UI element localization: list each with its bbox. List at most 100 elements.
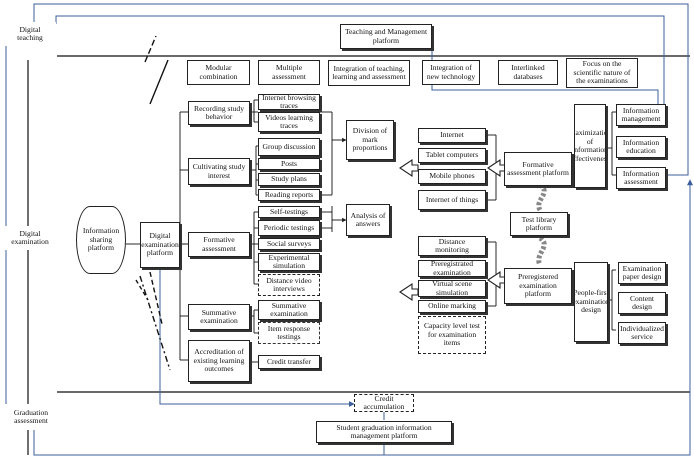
category-recording-label: Recording study behavior: [194, 103, 244, 121]
feature-box: Integration of new technology: [422, 60, 480, 85]
item-box: Study plans: [258, 173, 320, 186]
item-box: Credit transfer: [258, 355, 320, 369]
tech-label: Internet of things: [425, 194, 479, 204]
category-cultivating-label: Cultivating study interest: [192, 162, 246, 180]
preregistered-examination-platform-label: Preregistered examination platform: [517, 272, 559, 299]
test-library-platform-label: Test library platform: [521, 214, 557, 232]
item-label: Posts: [280, 158, 298, 168]
feature-label: Integration of teaching, learning and as…: [332, 63, 406, 81]
item-label: Study plans: [271, 174, 307, 184]
category-recording: Recording study behavior: [188, 101, 250, 125]
item-box-dashed: Distance video interviews: [258, 274, 320, 296]
maximization-box: Maximization of information effectivenes…: [574, 104, 606, 188]
item-box: Experimental simulation: [258, 253, 320, 271]
feature-box: Integration of teaching, learning and as…: [328, 60, 410, 86]
info-label: Information assessment: [622, 168, 660, 186]
category-cultivating: Cultivating study interest: [188, 158, 250, 185]
feature-box: Multiple assessment: [258, 60, 320, 85]
stage-digital-examination-label: Digital examination: [11, 228, 49, 246]
tech-box: Tablet computers: [418, 148, 486, 163]
division-label: Division of mark proportions: [352, 126, 388, 153]
tech-label: Preregistrated examination: [430, 260, 474, 277]
category-formative-label: Formative assessment: [202, 235, 236, 253]
feature-label: Interlinked databases: [511, 63, 545, 81]
tech-box: Online marking: [418, 300, 486, 313]
feature-label: Multiple assessment: [272, 63, 306, 81]
formative-assessment-platform-label: Formative assessment platform: [507, 159, 569, 177]
maximization-label: Maximization of information effectivenes…: [574, 128, 606, 163]
analysis-label: Analysis of answers: [350, 210, 386, 228]
item-box: Internet browsing traces: [258, 94, 320, 110]
item-box: Posts: [258, 158, 320, 170]
stage-digital-teaching: Digital teaching: [4, 22, 56, 46]
people-first-box: People-first examination design: [574, 262, 608, 342]
information-sharing-platform: Information sharing platform: [76, 206, 126, 274]
item-label: Internet browsing traces: [262, 94, 316, 110]
category-formative: Formative assessment: [188, 232, 250, 257]
item-label: Credit transfer: [266, 356, 312, 366]
student-graduation-platform-label: Student graduation information managemen…: [336, 422, 432, 440]
item-label: Videos learning traces: [265, 112, 313, 130]
digital-examination-platform: Digital examination platform: [140, 222, 180, 268]
tech-box: Mobile phones: [418, 169, 486, 184]
item-box: Social surveys: [258, 238, 320, 250]
item-box: Group discussion: [258, 138, 320, 156]
feature-box: Interlinked databases: [498, 60, 558, 85]
tech-label: Virtual scene simulation: [432, 280, 472, 297]
digital-examination-platform-label: Digital examination platform: [141, 231, 179, 258]
people-first-label: People-first examination design: [574, 288, 608, 315]
info-label: Information education: [622, 137, 660, 155]
design-label: Individualized service: [620, 323, 664, 341]
item-label: Self-testings: [270, 206, 308, 216]
formative-assessment-platform: Formative assessment platform: [504, 152, 572, 186]
test-library-platform: Test library platform: [510, 212, 568, 236]
credit-accumulation: Credit accumulation: [354, 394, 414, 412]
design-label: Content design: [629, 293, 655, 311]
item-label: Distance video interviews: [266, 275, 312, 293]
item-box: Summative examination: [258, 300, 320, 320]
stage-digital-examination: Digital examination: [1, 226, 59, 250]
tech-label: Tablet computers: [425, 150, 479, 160]
analysis-of-answers: Analysis of answers: [346, 204, 390, 236]
design-box: Content design: [618, 292, 666, 314]
item-label: Social surveys: [266, 238, 312, 248]
item-label: Summative examination: [270, 300, 308, 318]
information-sharing-platform-label: Information sharing platform: [82, 226, 120, 253]
info-box: Information education: [616, 136, 666, 158]
item-box-dashed: Item response testings: [258, 322, 320, 344]
stage-digital-teaching-label: Digital teaching: [17, 24, 43, 42]
student-graduation-platform: Student graduation information managemen…: [316, 421, 452, 443]
tech-box: Internet: [418, 128, 486, 143]
item-label: Item response testings: [267, 323, 311, 341]
credit-accumulation-label: Credit accumulation: [363, 394, 405, 411]
stage-graduation-assessment: Graduation assessment: [4, 404, 58, 430]
preregistered-examination-platform: Preregistered examination platform: [504, 268, 572, 304]
teaching-management-platform: Teaching and Management platform: [340, 24, 432, 49]
feature-box: Modular combination: [187, 60, 250, 85]
tech-box: Distance monitoring: [418, 236, 486, 256]
feature-box: Focus on the scientific nature of the ex…: [566, 58, 638, 88]
category-accreditation: Accreditation of existing learning outco…: [188, 340, 250, 382]
category-summative-label: Summative examination: [200, 307, 238, 325]
tech-box: Virtual scene simulation: [418, 280, 486, 297]
category-summative: Summative examination: [188, 304, 250, 330]
design-box: Examination paper design: [618, 262, 666, 284]
stage-graduation-assessment-label: Graduation assessment: [13, 407, 49, 425]
division-of-mark-proportions: Division of mark proportions: [346, 120, 394, 160]
item-label: Group discussion: [262, 141, 316, 151]
item-label: Reading reports: [264, 189, 314, 199]
item-box: Videos learning traces: [258, 112, 320, 132]
teaching-management-platform-label: Teaching and Management platform: [344, 27, 428, 45]
category-accreditation-label: Accreditation of existing learning outco…: [193, 347, 245, 374]
item-box: Reading reports: [258, 189, 320, 201]
feature-label: Focus on the scientific nature of the ex…: [573, 59, 631, 86]
tech-box: Internet of things: [418, 190, 486, 210]
tech-label: Mobile phones: [429, 171, 475, 181]
tech-box: Preregistrated examination: [418, 260, 486, 277]
tech-label: Distance monitoring: [435, 236, 469, 254]
info-label: Information management: [621, 105, 661, 123]
item-box: Self-testings: [258, 206, 320, 218]
item-label: Periodic testings: [263, 222, 315, 232]
tech-box-dashed: Capacity level test for examination item…: [418, 316, 486, 354]
